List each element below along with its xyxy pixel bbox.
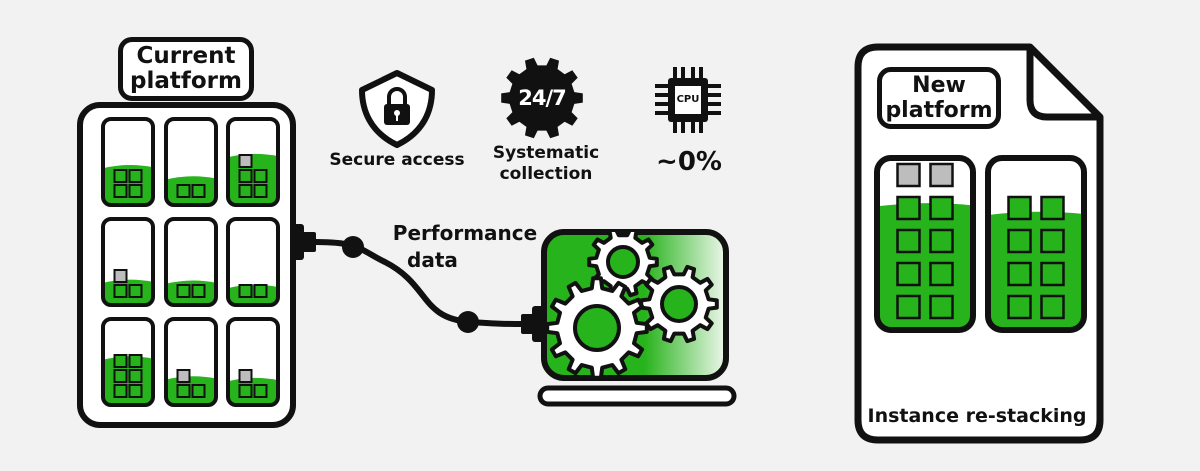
gear-24-7-icon xyxy=(501,57,583,139)
instance-restacking-caption: Instance re-stacking xyxy=(867,405,1087,427)
container-slot xyxy=(226,317,280,407)
empty-instance-block xyxy=(113,269,128,283)
current-platform-title-line2: platform xyxy=(130,68,242,94)
instance-block xyxy=(253,284,268,298)
empty-instance-block xyxy=(896,162,921,188)
new-platform-title-line2: platform xyxy=(885,98,993,123)
instance-block xyxy=(238,169,253,183)
instance-block xyxy=(1040,294,1065,320)
empty-instance-block xyxy=(238,369,253,383)
fill-level xyxy=(166,280,216,305)
container-slot xyxy=(101,217,155,307)
instance-block xyxy=(176,184,191,198)
instance-block xyxy=(253,169,268,183)
cpu-usage-value: ~0% xyxy=(656,147,722,177)
current-platform-title: Current platform xyxy=(118,37,254,101)
instance-block xyxy=(191,384,206,398)
instance-block xyxy=(191,184,206,198)
systematic-label-line2: collection xyxy=(499,164,593,184)
fill-level xyxy=(228,377,278,405)
empty-instance-block xyxy=(238,154,253,168)
secure-access-label: Secure access xyxy=(329,150,465,170)
container-slot xyxy=(164,217,218,307)
data-cable xyxy=(292,224,544,342)
padlock-shield-icon xyxy=(359,70,435,148)
container-slot xyxy=(226,117,280,207)
empty-instance-block xyxy=(929,162,954,188)
gear-icon xyxy=(639,264,719,344)
instance-block xyxy=(253,384,268,398)
instance-block xyxy=(128,354,143,368)
performance-label-line1: Performance xyxy=(392,221,538,245)
fill-level xyxy=(103,356,153,405)
cpu-chip-icon xyxy=(655,67,721,133)
container-slot xyxy=(101,317,155,407)
instance-block xyxy=(253,184,268,198)
instance-block xyxy=(128,169,143,183)
instance-block xyxy=(1040,261,1065,287)
instance-block xyxy=(176,284,191,298)
new-platform-title: New platform xyxy=(877,67,1001,129)
instance-block xyxy=(1007,228,1032,254)
instance-block xyxy=(128,369,143,383)
instance-block xyxy=(128,284,143,298)
instance-block xyxy=(238,284,253,298)
fill-level xyxy=(228,153,278,205)
instance-block xyxy=(1007,294,1032,320)
gears-laptop-icon xyxy=(537,229,737,407)
instance-block xyxy=(1007,195,1032,221)
fill-level xyxy=(228,284,278,305)
instance-block xyxy=(929,228,954,254)
instance-block xyxy=(896,195,921,221)
current-platform-title-line1: Current xyxy=(136,43,236,69)
instance-block xyxy=(128,184,143,198)
container-slot xyxy=(226,217,280,307)
new-platform-document xyxy=(854,43,1104,444)
performance-data-label: Performance data xyxy=(384,220,546,274)
container-slot xyxy=(164,317,218,407)
current-platform-slots xyxy=(101,117,280,407)
instance-block xyxy=(113,284,128,298)
instance-block xyxy=(896,261,921,287)
systematic-collection-label: Systematic collection xyxy=(484,143,608,185)
fill-level xyxy=(103,165,153,205)
instance-block xyxy=(929,294,954,320)
gear-24-7-text: 24/7 xyxy=(518,86,567,110)
instance-block xyxy=(128,384,143,398)
instance-block xyxy=(113,169,128,183)
instance-block xyxy=(113,184,128,198)
instance-block xyxy=(238,384,253,398)
gear-icon xyxy=(545,276,649,378)
instance-block xyxy=(929,261,954,287)
instance-block xyxy=(238,184,253,198)
instance-block xyxy=(929,195,954,221)
instance-block xyxy=(896,294,921,320)
instance-block xyxy=(113,354,128,368)
new-platform-title-line1: New xyxy=(912,73,966,98)
instance-block xyxy=(1007,261,1032,287)
fill-level xyxy=(988,211,1084,330)
cpu-chip-text: CPU xyxy=(676,94,700,105)
systematic-label-line1: Systematic xyxy=(492,143,600,163)
fill-level xyxy=(166,176,216,205)
container-slot xyxy=(101,117,155,207)
instance-block xyxy=(1040,195,1065,221)
instance-block xyxy=(176,384,191,398)
container-slot xyxy=(874,155,976,333)
container-slot xyxy=(164,117,218,207)
gear-icon xyxy=(587,232,659,298)
fill-level xyxy=(877,203,973,330)
empty-instance-block xyxy=(176,369,191,383)
new-platform-slots xyxy=(874,155,1087,333)
performance-label-line2: data xyxy=(407,248,458,272)
container-slot xyxy=(985,155,1087,333)
instance-block xyxy=(191,284,206,298)
instance-block xyxy=(1040,228,1065,254)
instance-block xyxy=(113,369,128,383)
instance-block xyxy=(896,228,921,254)
instance-block xyxy=(113,384,128,398)
fill-level xyxy=(166,376,216,405)
fill-level xyxy=(103,279,153,305)
